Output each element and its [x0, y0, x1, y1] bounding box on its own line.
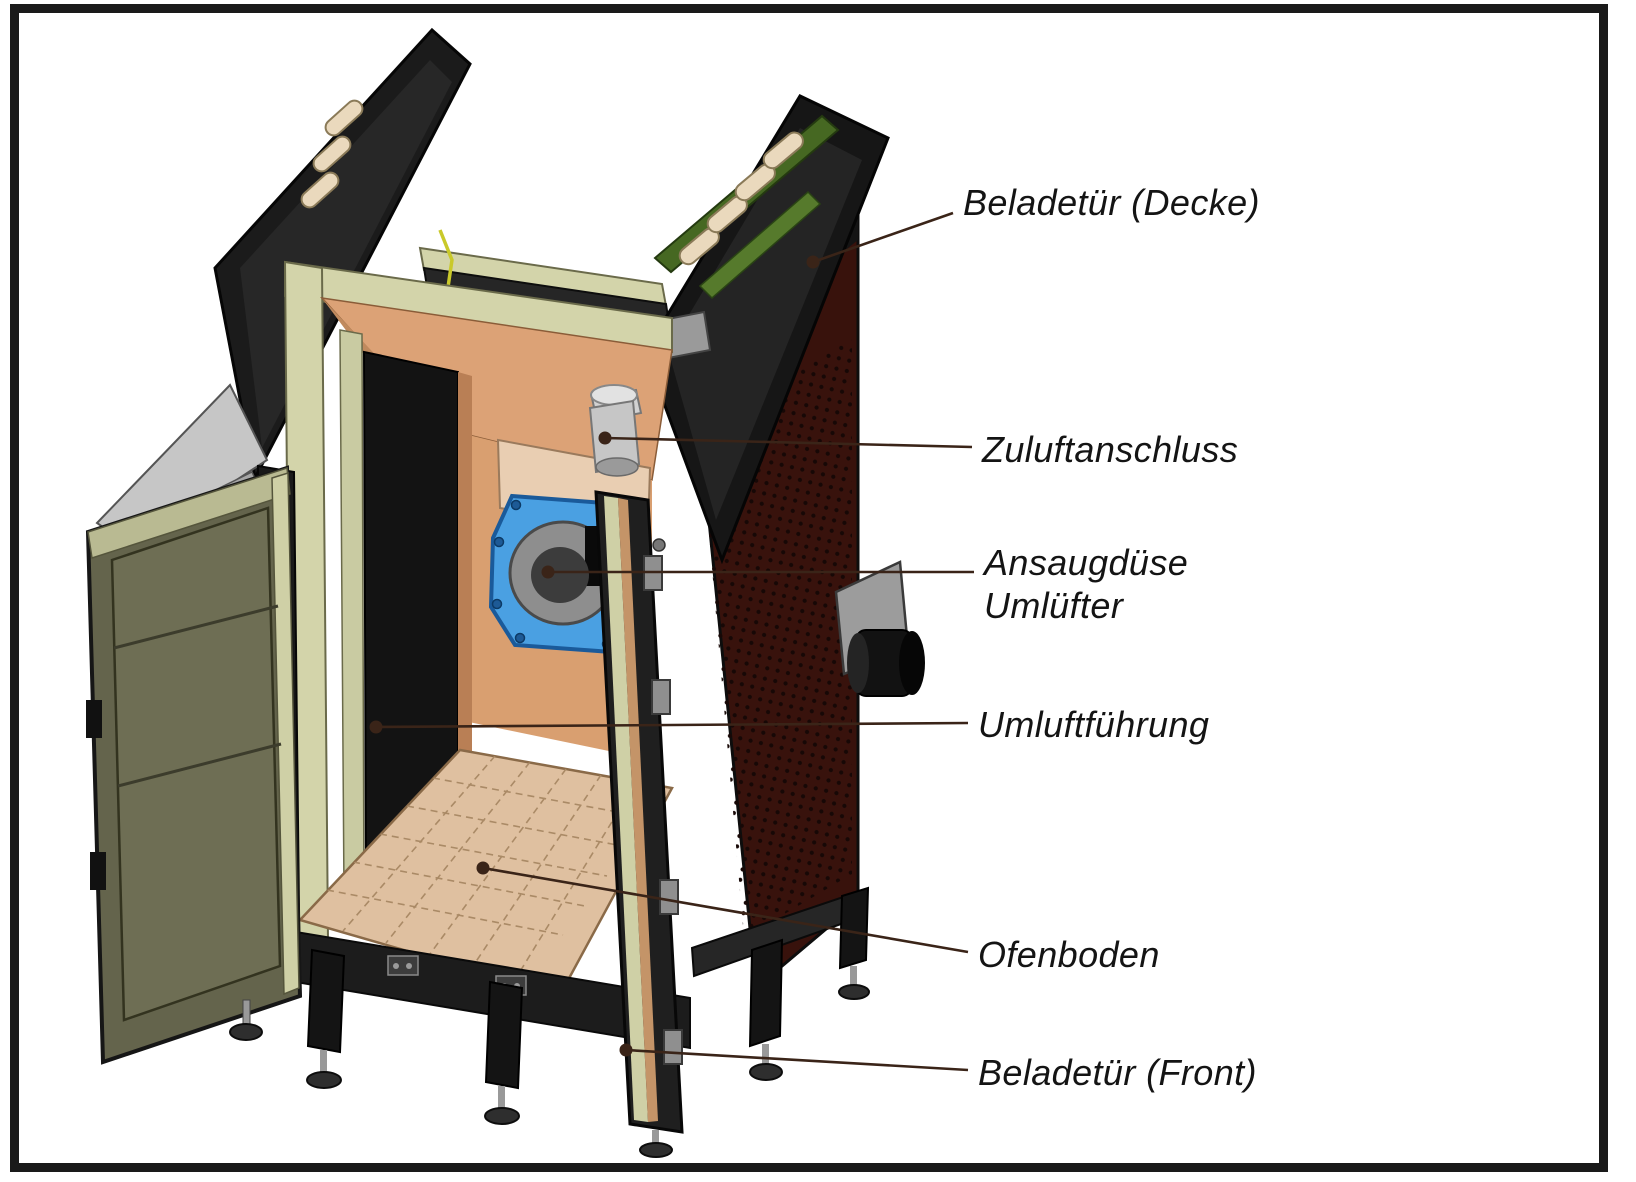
leader-dot-ofenboden — [476, 861, 490, 875]
label-beladetuer-decke: Beladetür (Decke) — [963, 182, 1260, 223]
leader-line-ofenboden — [482, 866, 969, 954]
intake-nozzle — [531, 547, 589, 603]
front-left-door — [85, 464, 303, 1065]
leader-dot-zuluftanschluss — [598, 431, 612, 445]
label-umluftfuehrung: Umluftführung — [978, 704, 1210, 745]
leader-dot-beladetuer-decke — [806, 255, 820, 269]
circulation-motor — [834, 560, 925, 697]
leader-dot-umluftfuehrung — [369, 720, 383, 734]
leader-line-beladetuer-front — [625, 1048, 969, 1072]
label-beladetuer-front: Beladetür (Front) — [978, 1052, 1257, 1093]
front-loading-door — [594, 490, 684, 1134]
door-hinge — [651, 679, 671, 715]
door-hinge — [659, 879, 679, 915]
leader-line-beladetuer-decke — [812, 211, 954, 264]
door-hinge — [663, 1029, 683, 1065]
cable — [438, 229, 454, 295]
ceiling-loading-door — [643, 94, 890, 565]
leader-line-zuluftanschluss — [604, 436, 973, 449]
supply-air-pipe — [588, 384, 643, 477]
oven-interior — [283, 260, 673, 942]
door-rollers-left — [300, 99, 364, 209]
door-rollers-right — [678, 131, 804, 266]
legs-and-feet — [229, 886, 870, 1158]
label-ofenboden: Ofenboden — [978, 934, 1160, 975]
leader-line-umluftfuehrung — [375, 721, 969, 729]
door-gasket-strip — [698, 190, 822, 300]
label-ansaugduese-umluefter: Ansaugdüse Umlüfter — [984, 542, 1189, 626]
leader-dot-beladetuer-front — [619, 1043, 633, 1057]
leader-dot-ansaugduese — [541, 565, 555, 579]
label-zuluftanschluss: Zuluftanschluss — [982, 429, 1239, 470]
door-hinge — [90, 852, 106, 890]
door-hinge — [86, 700, 102, 738]
